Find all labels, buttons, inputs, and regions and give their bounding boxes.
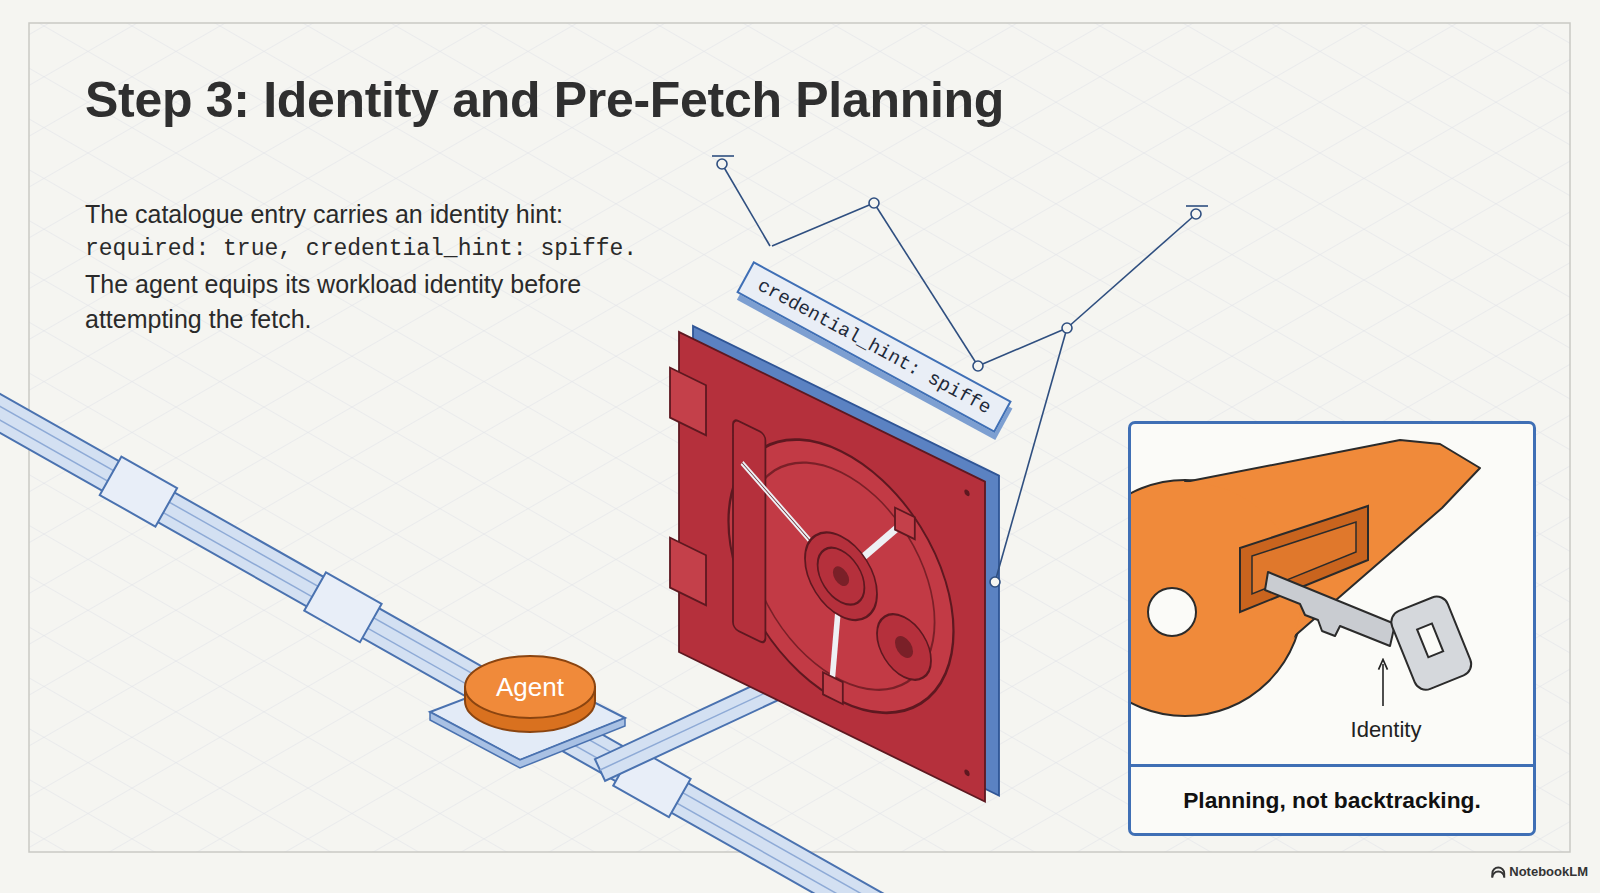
body-text: The agent equips its workload identity b… <box>85 267 585 337</box>
node-label: Agent <box>463 654 597 720</box>
inset-panel: IdentityPlanning, not backtracking. <box>1128 421 1536 836</box>
body-text: The catalogue entry carries an identity … <box>85 197 563 232</box>
grid <box>29 23 1570 852</box>
slide-title: Step 3: Identity and Pre-Fetch Planning <box>85 73 1004 128</box>
watermark: NotebookLM <box>1509 864 1588 879</box>
sign-text: credential_hint: spiffe <box>754 275 995 419</box>
frame <box>29 23 1570 852</box>
panel-caption: Planning, not backtracking. <box>1131 764 1533 833</box>
agent-disc: Agent <box>463 654 597 736</box>
track <box>0 383 896 893</box>
key <box>1265 572 1475 693</box>
leader-arrow <box>1382 664 1384 706</box>
watermark-icon <box>1492 868 1504 878</box>
part-label: Identity <box>1351 717 1422 743</box>
hanger-wires <box>722 164 1196 582</box>
grid <box>29 23 1570 852</box>
body-code: required: true, credential_hint: spiffe. <box>85 232 637 267</box>
lock-plate <box>1131 440 1480 716</box>
sign-board: credential_hint: spiffe <box>736 261 1012 433</box>
